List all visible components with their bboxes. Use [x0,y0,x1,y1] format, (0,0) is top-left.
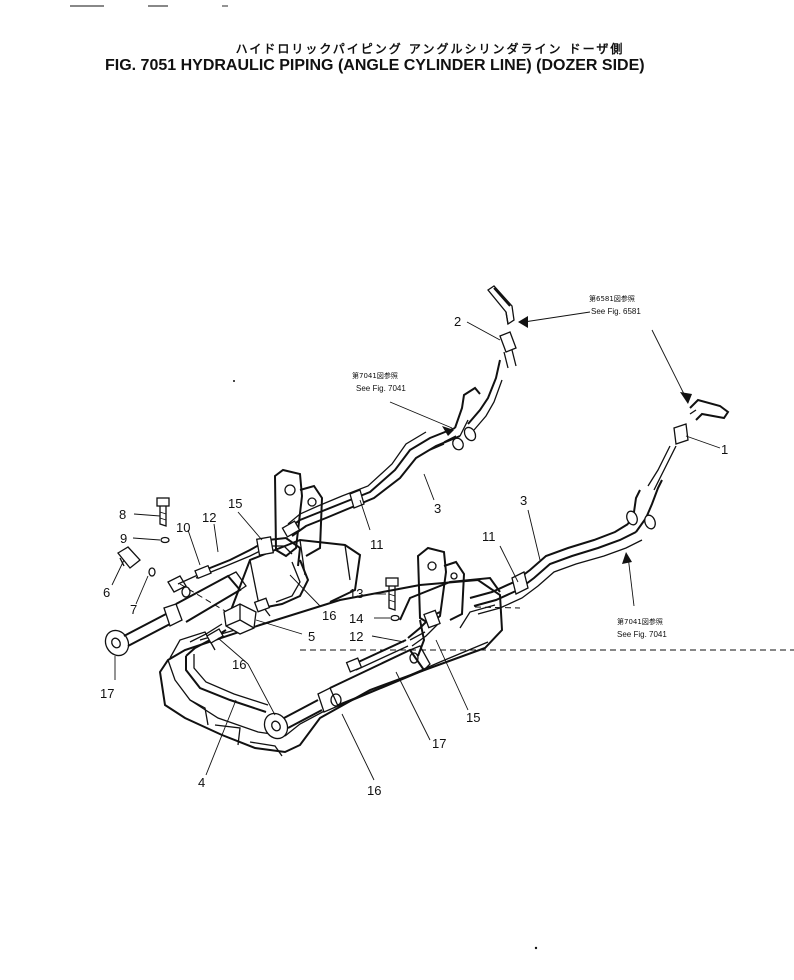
callout-7: 7 [130,602,137,617]
reference-fig7041-top: 第7041図参照 See Fig. 7041 [352,371,406,393]
upper-pipes-left [281,359,503,538]
reference-fig7041-right: 第7041図参照 See Fig. 7041 [617,617,667,639]
arrowheads [442,316,692,564]
figure-title-english: FIG. 7051 HYDRAULIC PIPING (ANGLE CYLIND… [105,57,645,74]
callout-17: 17 [100,686,114,701]
callout-15: 15 [228,496,242,511]
fitting-1-assembly [647,398,730,491]
fitting-2-assembly [487,285,517,369]
scan-dots [233,380,538,950]
upper-pipes-right [469,479,663,615]
callout-8: 8 [119,507,126,522]
svg-text:See Fig. 6581: See Fig. 6581 [591,307,641,316]
callout-16: 16 [367,783,381,798]
callout-13: 13 [349,586,363,601]
left-hoses [185,536,310,713]
angle-cylinder-left [104,571,247,657]
svg-text:See Fig. 7041: See Fig. 7041 [617,630,667,639]
angle-cylinder-right [263,645,431,740]
figure-title-japanese: ハイドロリックパイピング アングルシリンダライン ドーザ側 [235,42,625,56]
svg-text:第6581図参照: 第6581図参照 [589,294,635,303]
right-hoses [345,577,441,673]
callout-16: 16 [232,657,246,672]
callout-4: 4 [198,775,205,790]
svg-text:第7041図参照: 第7041図参照 [352,371,398,380]
callout-9: 9 [120,531,127,546]
callout-11: 11 [370,537,384,552]
callout-3: 3 [434,501,441,516]
left-small-parts [117,497,201,593]
callout-16: 16 [322,608,336,623]
callout-2: 2 [454,314,461,329]
callout-10: 10 [176,520,190,535]
svg-text:See Fig. 7041: See Fig. 7041 [356,384,406,393]
reference-fig6581: 第6581図参照 See Fig. 6581 [589,294,641,316]
callout-5: 5 [308,629,315,644]
callout-3: 3 [520,493,527,508]
callout-15: 15 [466,710,480,725]
callout-12: 12 [349,629,363,644]
svg-text:第7041図参照: 第7041図参照 [617,617,663,626]
callout-1: 1 [721,442,728,457]
callout-17: 17 [432,736,446,751]
callout-6: 6 [103,585,110,600]
callout-numbers: 1 2 3 3 4 5 6 7 8 9 10 11 11 12 12 13 14… [100,314,728,798]
callout-14: 14 [349,611,363,626]
callout-11: 11 [482,529,496,544]
leader-lines [111,311,721,781]
callout-12: 12 [202,510,216,525]
